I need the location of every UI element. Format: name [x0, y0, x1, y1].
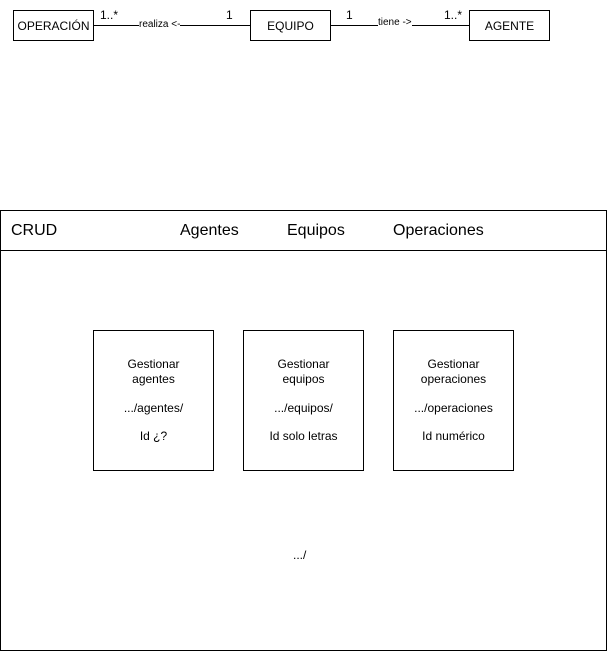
- multiplicity-equipo-right: 1: [346, 8, 353, 22]
- relation-label-tiene: tiene ->: [378, 17, 412, 29]
- card-title: Gestionar equipos: [277, 357, 330, 386]
- relation-label-realiza: realiza <-: [139, 19, 181, 31]
- nav-item-operaciones[interactable]: Operaciones: [393, 222, 484, 239]
- entity-equipo: EQUIPO: [250, 10, 331, 41]
- brand-title: CRUD: [11, 222, 58, 239]
- card-id-note: Id numérico: [422, 429, 485, 443]
- card-path: .../operaciones: [414, 401, 493, 415]
- card-path: .../equipos/: [274, 401, 333, 415]
- mockup-frame: CRUD Agentes Equipos Operaciones Gestion…: [0, 210, 607, 651]
- multiplicity-operacion: 1..*: [100, 8, 119, 22]
- entity-agente: AGENTE: [469, 10, 550, 41]
- nav-item-agentes[interactable]: Agentes: [180, 222, 239, 239]
- mockup-navbar: CRUD Agentes Equipos Operaciones: [1, 211, 606, 251]
- entity-operacion: OPERACIÓN: [13, 10, 94, 41]
- card-title: Gestionar operaciones: [420, 357, 487, 386]
- card-id-note: Id solo letras: [269, 429, 338, 443]
- entity-equipo-label: EQUIPO: [267, 18, 314, 33]
- multiplicity-agente: 1..*: [444, 8, 463, 22]
- entity-agente-label: AGENTE: [484, 18, 535, 33]
- card-path: .../agentes/: [123, 401, 184, 415]
- footer-path: .../: [293, 548, 307, 562]
- card-title: Gestionar agentes: [127, 357, 180, 386]
- card-id-note: Id ¿?: [139, 429, 168, 443]
- multiplicity-equipo-left: 1: [226, 8, 233, 22]
- nav-item-equipos[interactable]: Equipos: [287, 222, 345, 239]
- card-operaciones[interactable]: Gestionar operaciones .../operaciones Id…: [393, 330, 514, 471]
- card-equipos[interactable]: Gestionar equipos .../equipos/ Id solo l…: [243, 330, 364, 471]
- entity-operacion-label: OPERACIÓN: [17, 18, 90, 33]
- card-agentes[interactable]: Gestionar agentes .../agentes/ Id ¿?: [93, 330, 214, 471]
